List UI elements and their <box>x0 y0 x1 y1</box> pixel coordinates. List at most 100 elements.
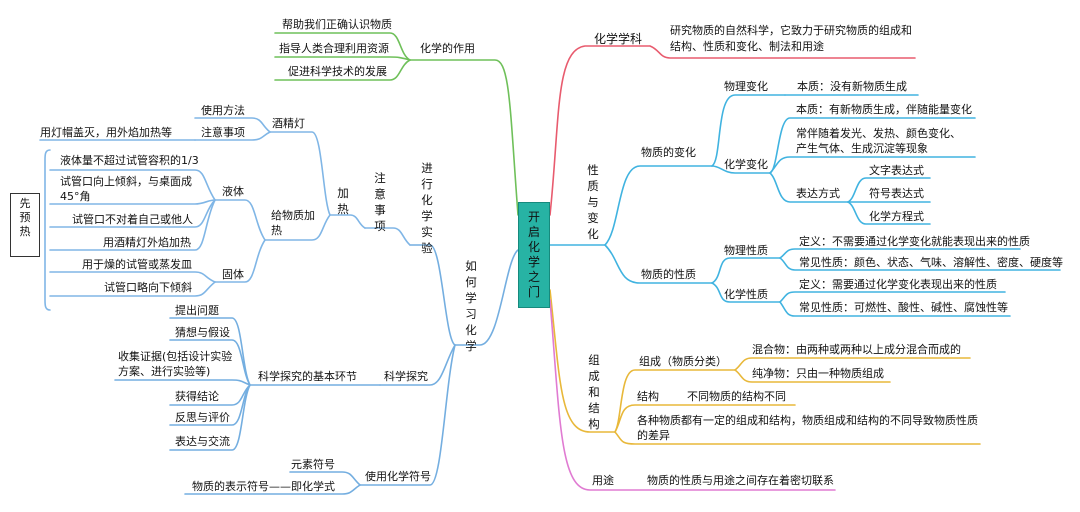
liquid-item-2: 试管口向上倾斜，与桌面成45°角 <box>60 175 192 203</box>
role-item-1: 帮助我们正确认识物质 <box>282 18 392 31</box>
connector-chem-phenomena <box>769 156 976 174</box>
connector-role-3 <box>274 59 411 81</box>
connector-nature <box>604 244 713 284</box>
classification-label: 组成（物质分类） <box>639 355 727 368</box>
composition-label: 组成和结构 <box>588 353 600 431</box>
physical-property-label: 物理性质 <box>724 244 768 257</box>
connector-phys-def <box>779 248 1021 259</box>
liquid-item-1: 液体量不超过试管容积的1/3 <box>60 154 199 167</box>
learn-label: 如何学习化学 <box>465 259 477 353</box>
connector-physical-change <box>711 94 786 167</box>
connector-role <box>409 59 519 216</box>
nature-label: 物质的性质 <box>641 268 696 281</box>
liquid-label: 液体 <box>222 185 244 198</box>
connector-mixture <box>734 357 971 371</box>
inquiry-step-2: 猜想与假设 <box>175 326 230 339</box>
connector-notes <box>364 227 411 246</box>
liquid-item-4: 用酒精灯外焰加热 <box>103 236 191 249</box>
structure-label: 结构 <box>637 390 659 403</box>
pure-desc: 纯净物：只由一种物质组成 <box>752 367 884 380</box>
lamp-usage: 使用方法 <box>201 104 245 117</box>
symbols-label: 使用化学符号 <box>365 470 431 483</box>
connector-step-3 <box>114 379 251 386</box>
change-label: 物质的变化 <box>641 146 696 159</box>
connector-composition <box>549 289 616 433</box>
preheat-box: 先预热 <box>10 193 40 257</box>
physical-change-essence: 本质：没有新物质生成 <box>797 80 907 93</box>
inquiry-step-5: 反思与评价 <box>175 411 230 424</box>
symbol-item-2: 物质的表示符号——即化学式 <box>192 480 335 493</box>
connector-chem-common <box>779 301 1011 317</box>
role-item-3: 促进科学技术的发展 <box>288 65 387 78</box>
chemical-property-label: 化学性质 <box>724 288 768 301</box>
lamp-label: 酒精灯 <box>272 117 305 130</box>
chemistry-desc: 研究物质的自然科学，它致力于研究物质的组成和结构、性质和变化、制法和用途 <box>670 24 912 53</box>
connector-symbol-1 <box>289 471 361 486</box>
inquiry-step-1: 提出问题 <box>175 304 219 317</box>
inquiry-steps-label: 科学探究的基本环节 <box>258 370 357 383</box>
experiment-label: 进行化学实验 <box>421 161 433 255</box>
connector-learn <box>454 249 519 346</box>
physical-property-definition: 定义：不需要通过化学变化就能表现出来的性质 <box>799 235 1030 248</box>
connector-liquid-2 <box>49 199 216 205</box>
chemical-change-phenomena: 常伴随着发光、发热、颜色变化、产生气体、生成沉淀等现象 <box>796 127 961 155</box>
chemical-property-definition: 定义：需要通过化学变化表现出来的性质 <box>799 278 997 291</box>
connector-uses <box>549 299 836 491</box>
connector-inquiry <box>379 344 456 386</box>
expression-label: 表达方式 <box>796 187 840 200</box>
inquiry-label: 科学探究 <box>384 370 428 383</box>
connector-liquid-1 <box>49 169 216 201</box>
connector-chem-expression <box>769 172 849 203</box>
connector-chem-def <box>779 291 1006 303</box>
connector-liquid-4 <box>49 199 216 251</box>
connector-heating <box>329 214 366 229</box>
connector-summary <box>614 431 981 445</box>
connector-phys-common <box>779 257 1061 271</box>
connector-symbol-2 <box>184 484 361 495</box>
chemical-change-essence: 本质：有新物质生成，伴随能量变化 <box>796 103 972 116</box>
connector-role-1 <box>274 32 411 61</box>
heating-label: 加热 <box>337 186 349 216</box>
preheat-bracket <box>44 149 51 311</box>
physical-change-label: 物理变化 <box>724 80 768 93</box>
expression-item-1: 文字表达式 <box>869 164 924 177</box>
connector-physical-property <box>711 257 781 284</box>
connector-symbols <box>359 344 456 486</box>
solid-item-2: 试管口略向下倾斜 <box>104 281 192 294</box>
connector-chemical-property <box>711 282 781 303</box>
composition-summary: 各种物质都有一定的组成和结构，物质组成和结构的不同导致物质性质的差异 <box>637 414 978 442</box>
connector-step-2 <box>169 339 251 386</box>
heating-items-label: 给物质加热 <box>271 209 315 237</box>
mixture-desc: 混合物：由两种或两种以上成分混合而成的 <box>752 343 961 356</box>
connector-liquid <box>214 199 266 241</box>
connector-lamp-caution <box>194 131 271 141</box>
expression-item-3: 化学方程式 <box>869 210 924 223</box>
chemical-change-label: 化学变化 <box>724 158 768 171</box>
connector-experiment <box>409 244 456 346</box>
notes-label: 注意事项 <box>374 171 386 233</box>
connector-solid <box>214 239 266 283</box>
connector-role-2 <box>274 56 411 61</box>
role-item-2: 指导人类合理利用资源 <box>279 42 389 55</box>
connector-expr-3 <box>847 201 931 225</box>
expression-item-2: 符号表达式 <box>869 187 924 200</box>
solid-label: 固体 <box>222 268 244 281</box>
connector-structure <box>614 404 796 433</box>
connector-lamp <box>269 131 331 216</box>
center-topic: 开启化学之门 <box>518 202 550 308</box>
structure-desc: 不同物质的结构不同 <box>687 390 786 403</box>
inquiry-step-4: 获得结论 <box>175 390 219 403</box>
connector-expr-1 <box>847 177 931 203</box>
connector-chemical-change <box>711 165 771 174</box>
solid-item-1: 用于燥的试管或蒸发皿 <box>82 258 192 271</box>
liquid-item-3: 试管口不对着自己或他人 <box>72 213 193 226</box>
symbol-item-1: 元素符号 <box>291 458 335 471</box>
inquiry-step-6: 表达与交流 <box>175 435 230 448</box>
connector-heating-items <box>264 214 331 241</box>
connector-solid-1 <box>49 271 216 283</box>
inquiry-step-3: 收集证据(包括设计实验方案、进行实验等) <box>118 350 233 378</box>
chemical-property-common: 常见性质：可燃性、酸性、碱性、腐蚀性等 <box>799 301 1008 314</box>
role-label: 化学的作用 <box>420 42 475 55</box>
lamp-caution-detail: 用灯帽盖灭，用外焰加热等 <box>40 126 172 139</box>
